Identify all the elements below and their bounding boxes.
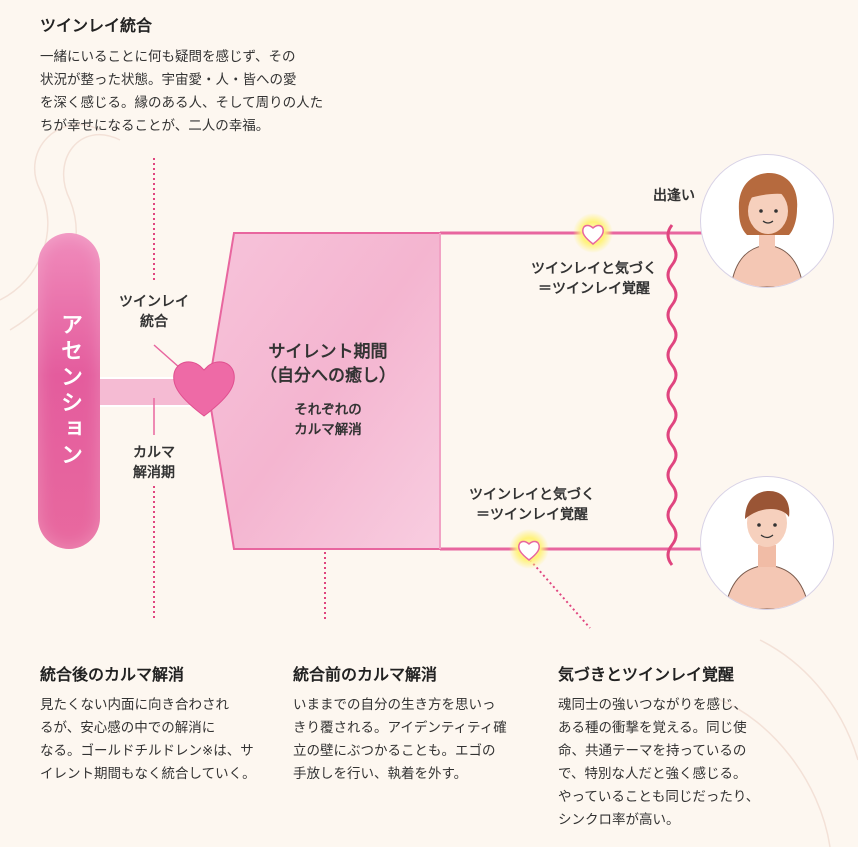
small-heart-icon-top	[582, 224, 604, 245]
bottom-left-text: 見たくない内面に向き合わされ るが、安心感の中での解消に なる。ゴールドチルドレ…	[40, 697, 256, 782]
bottom-right-text: 魂同士の強いつながりを感じ、 ある種の衝撃を覚える。同じ使 命、共通テーマを持っ…	[558, 697, 760, 828]
notice-top-label: ツインレイと気づく ＝ツインレイ覚醒	[531, 261, 657, 297]
small-heart-icon-bottom	[518, 540, 540, 561]
man-avatar	[700, 476, 834, 610]
top-description: 一緒にいることに何も疑問を感じず、その 状況が整った状態。宇宙愛・人・皆への愛 …	[40, 49, 324, 134]
karma-period-label: カルマ 解消期	[133, 445, 175, 481]
wavy-line	[666, 224, 678, 566]
top-heading: ツインレイ統合	[40, 16, 153, 35]
woman-avatar	[700, 154, 834, 288]
man-illustration	[724, 491, 810, 609]
ascension-bar: アセンション	[38, 233, 100, 549]
bottom-center-text: いままでの自分の生き方を思いっ きり覆される。アイデンティティ確 立の壁にぶつか…	[293, 697, 507, 782]
silent-period-subtitle: それぞれの カルマ解消	[294, 402, 362, 438]
integration-label: ツインレイ 統合	[119, 294, 189, 330]
bottom-left-heading: 統合後のカルマ解消	[40, 665, 185, 684]
meeting-label: 出逢い	[653, 188, 695, 204]
heart-icon	[173, 361, 235, 417]
ascension-label: アセンション	[57, 313, 82, 469]
silent-period-title: サイレント期間 （自分への癒し）	[260, 342, 396, 386]
notice-bottom-label: ツインレイと気づく ＝ツインレイ覚醒	[469, 487, 595, 523]
bottom-right-heading: 気づきとツインレイ覚醒	[558, 665, 735, 684]
bottom-center-heading: 統合前のカルマ解消	[293, 665, 438, 684]
dotted-line-right	[529, 559, 591, 629]
silent-period-shape	[206, 232, 441, 550]
woman-illustration	[730, 173, 804, 287]
